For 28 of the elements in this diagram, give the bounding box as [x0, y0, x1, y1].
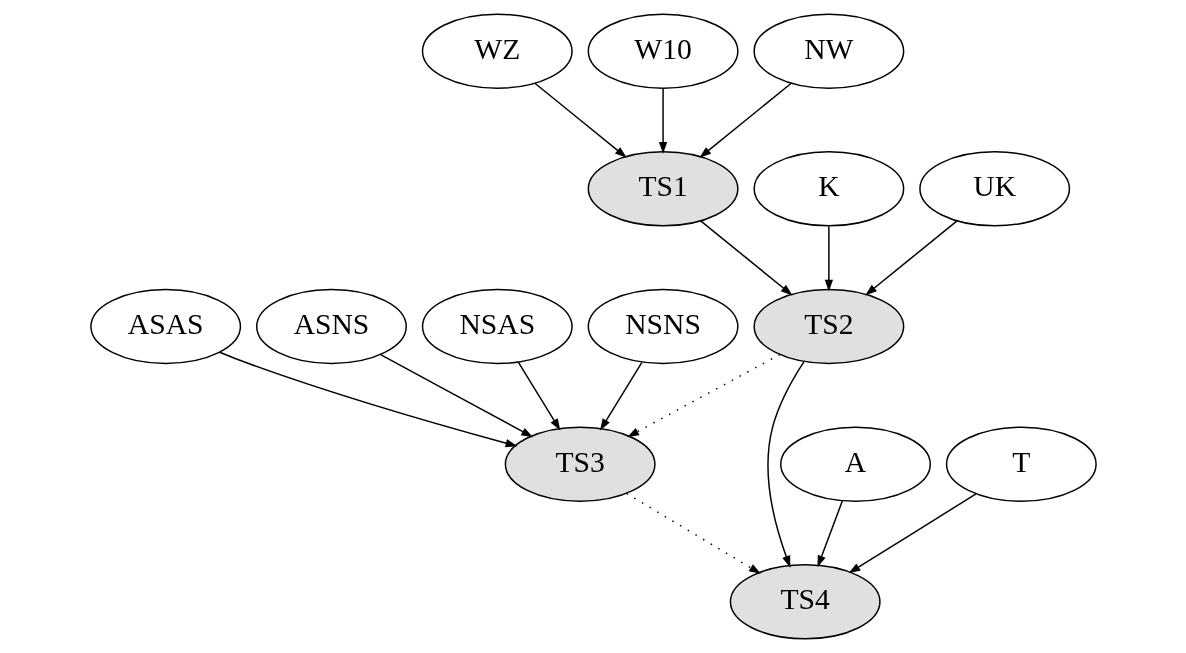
arrow [848, 493, 977, 574]
node-ellipse: A [779, 426, 931, 502]
node-ellipse: TS1 [587, 151, 739, 227]
arrow [817, 500, 843, 568]
node-ellipse: NW [752, 13, 904, 89]
arrow [599, 361, 642, 431]
node-ellipse: ASAS [89, 288, 241, 365]
arrow [625, 492, 761, 574]
arrow [766, 361, 805, 568]
arrow [699, 220, 793, 296]
arrow [698, 82, 792, 158]
arrow [824, 225, 833, 292]
arrow [379, 353, 533, 438]
node-ellipse: K [752, 151, 904, 227]
arrow [533, 82, 627, 158]
arrow [218, 351, 517, 448]
node-ellipse: UK [918, 151, 1070, 227]
node-ellipse: NSAS [421, 288, 573, 365]
node-ellipse: T [945, 426, 1097, 502]
node-ellipse: ASNS [255, 288, 407, 365]
node-ellipse: TS2 [752, 288, 904, 365]
node-ellipse: NSNS [587, 288, 739, 365]
arrow [658, 88, 667, 154]
arrow [864, 220, 958, 296]
arrow [626, 353, 780, 438]
node-ellipse: WZ [421, 13, 573, 89]
arrow [517, 361, 560, 431]
node-ellipse: W10 [587, 13, 739, 89]
